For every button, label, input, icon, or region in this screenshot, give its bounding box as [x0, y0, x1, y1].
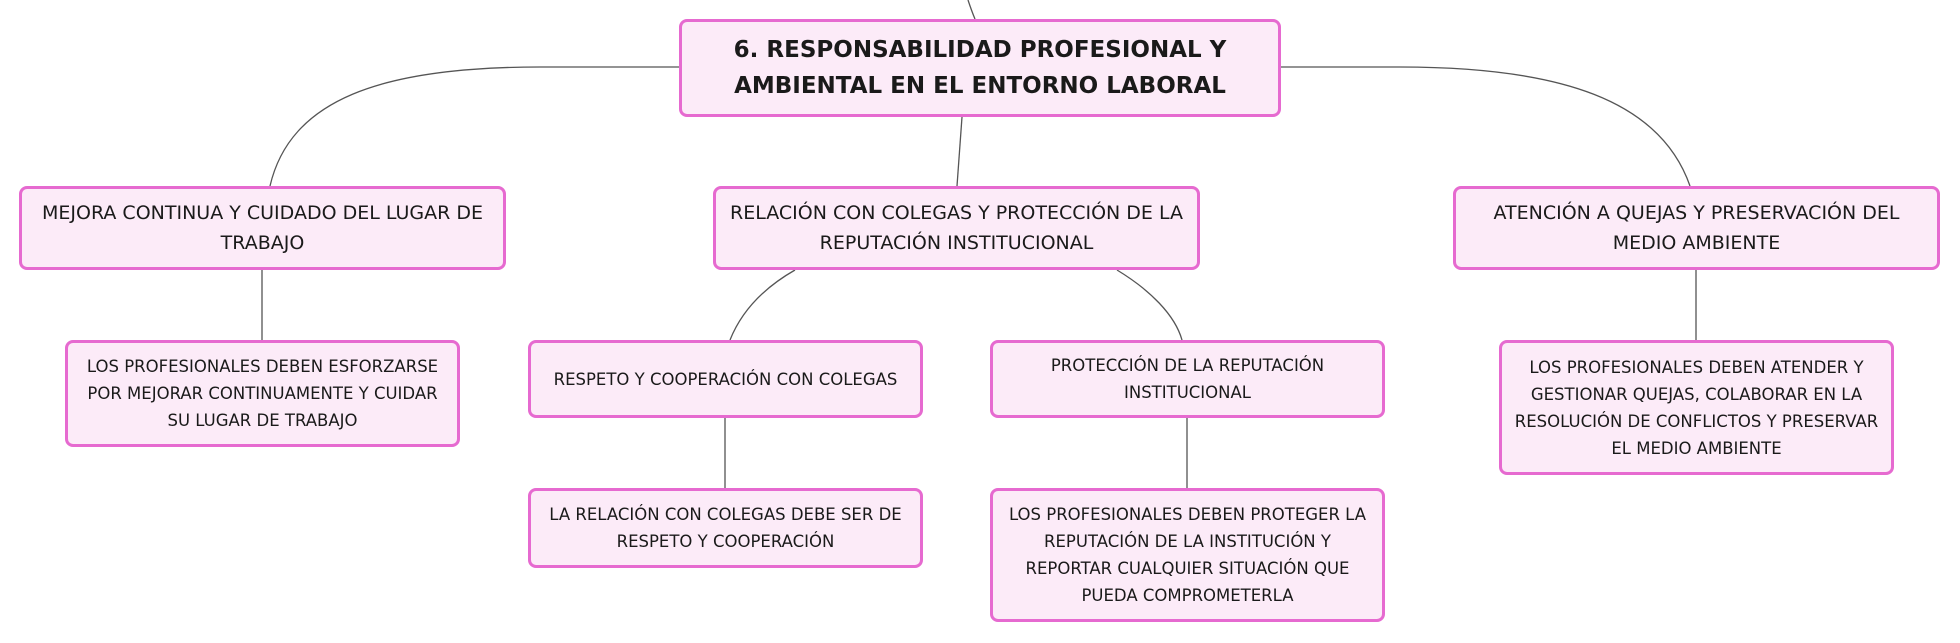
leaf-node-proteccion-reputacion[interactable]: LOS PROFESIONALES DEBEN PROTEGER LA REPU… [990, 488, 1385, 622]
sub-node-proteccion-reputacion[interactable]: PROTECCIÓN DE LA REPUTACIÓN INSTITUCIONA… [990, 340, 1385, 418]
root-node[interactable]: 6. RESPONSABILIDAD PROFESIONAL Y AMBIENT… [679, 19, 1281, 117]
branch-node-atencion-quejas[interactable]: ATENCIÓN A QUEJAS Y PRESERVACIÓN DEL MED… [1453, 186, 1940, 270]
leaf-label: LOS PROFESIONALES DEBEN ATENDER Y GESTIO… [1514, 357, 1879, 458]
branch-node-relacion-colegas[interactable]: RELACIÓN CON COLEGAS Y PROTECCIÓN DE LA … [713, 186, 1200, 270]
connector-root-branch-2 [956, 116, 963, 187]
connector-branch-2-sub-2 [1116, 269, 1183, 341]
leaf-label: LOS PROFESIONALES DEBEN ESFORZARSE POR M… [86, 357, 439, 430]
connector-root-branch-3 [1280, 66, 1691, 187]
leaf-label: LOS PROFESIONALES DEBEN PROTEGER LA REPU… [1008, 505, 1367, 605]
leaf-label: LA RELACIÓN CON COLEGAS DEBE SER DE RESP… [549, 505, 902, 551]
branch-label: MEJORA CONTINUA Y CUIDADO DEL LUGAR DE T… [42, 202, 483, 254]
connector-branch-2-sub-1 [729, 269, 796, 341]
connector-root-branch-1 [269, 66, 680, 187]
branch-label: ATENCIÓN A QUEJAS Y PRESERVACIÓN DEL MED… [1493, 202, 1900, 254]
leaf-node-mejora-continua[interactable]: LOS PROFESIONALES DEBEN ESFORZARSE POR M… [65, 340, 460, 447]
sub-label: PROTECCIÓN DE LA REPUTACIÓN INSTITUCIONA… [1050, 356, 1325, 402]
leaf-node-respeto-cooperacion[interactable]: LA RELACIÓN CON COLEGAS DEBE SER DE RESP… [528, 488, 923, 568]
root-label: 6. RESPONSABILIDAD PROFESIONAL Y AMBIENT… [733, 37, 1227, 99]
branch-node-mejora-continua[interactable]: MEJORA CONTINUA Y CUIDADO DEL LUGAR DE T… [19, 186, 506, 270]
sub-node-respeto-cooperacion[interactable]: RESPETO Y COOPERACIÓN CON COLEGAS [528, 340, 923, 418]
branch-label: RELACIÓN CON COLEGAS Y PROTECCIÓN DE LA … [730, 202, 1183, 254]
sub-label: RESPETO Y COOPERACIÓN CON COLEGAS [553, 369, 898, 389]
leaf-node-atencion-quejas[interactable]: LOS PROFESIONALES DEBEN ATENDER Y GESTIO… [1499, 340, 1894, 475]
connector-parent-root [967, 0, 976, 20]
